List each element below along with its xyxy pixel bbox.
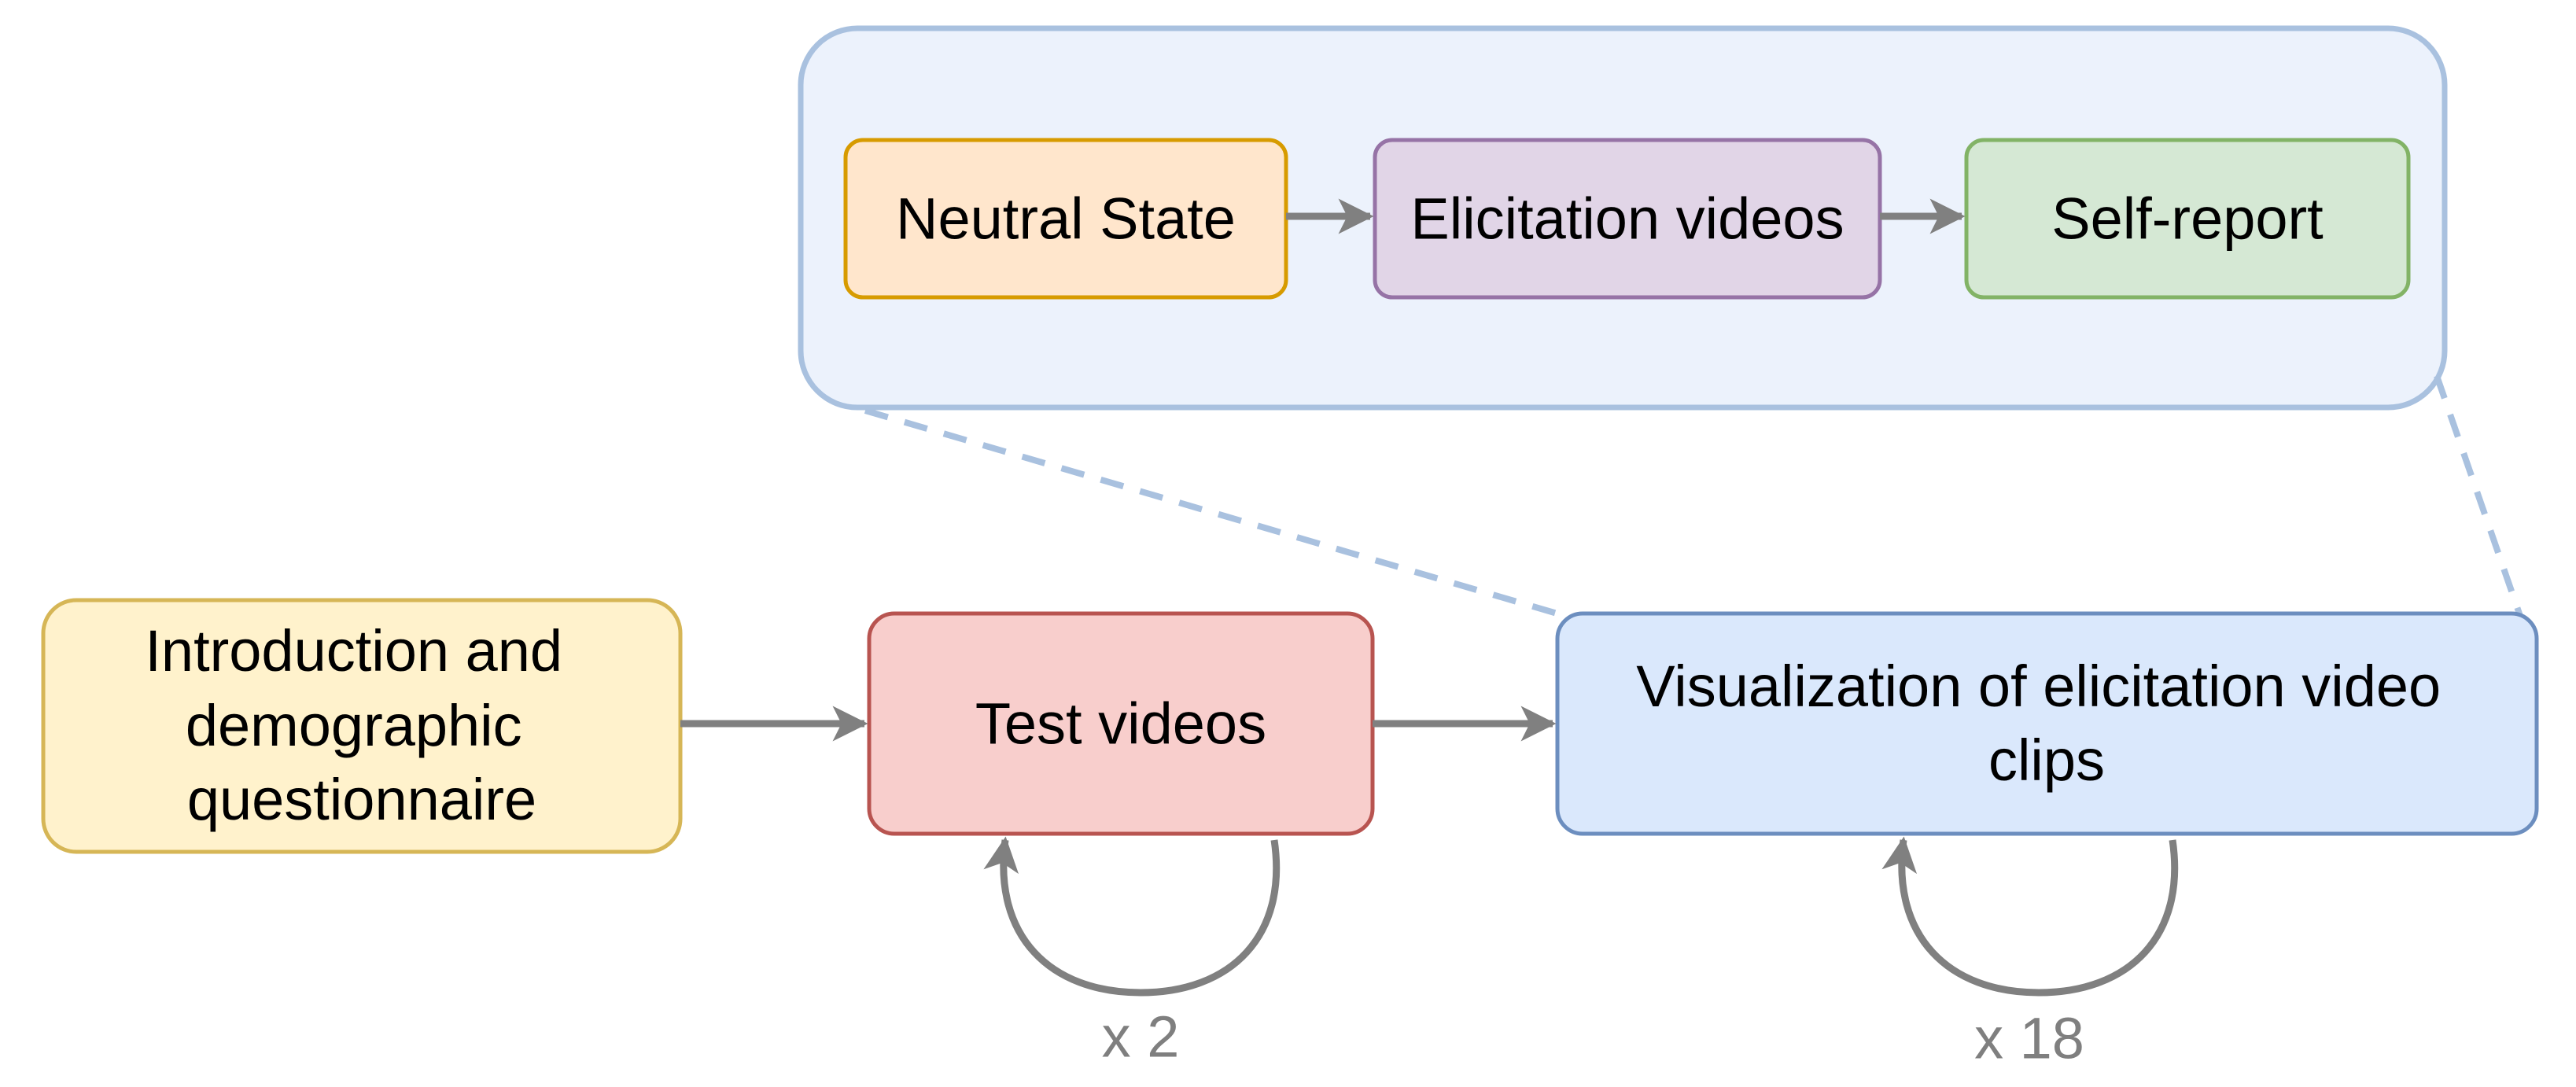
step-visualization-box	[1555, 611, 2539, 836]
step-neutral-state-label: Neutral State	[896, 186, 1236, 252]
step-introduction-line-2: demographic	[186, 693, 522, 758]
step-self-report: Self-report	[1964, 138, 2411, 300]
loop-arrow-test-videos	[983, 836, 1281, 997]
step-self-report-box	[1964, 138, 2411, 300]
loop-arrow-visualization	[1881, 836, 2179, 997]
dashed-connector-left	[864, 407, 1575, 621]
step-visualization: Visualization of elicitation video clips	[1555, 611, 2539, 836]
step-visualization-line-1: Visualization of elicitation video	[1636, 654, 2441, 719]
step-test-videos-label: Test videos	[975, 691, 1266, 757]
visualization-repeat-label: x 18	[1974, 1006, 2084, 1071]
step-visualization-line-2: clips	[1988, 728, 2105, 793]
step-introduction-line-3: questionnaire	[187, 767, 536, 832]
test-videos-repeat-label: x 2	[1102, 1004, 1180, 1070]
step-introduction-label: Introduction and demographic questionnai…	[145, 618, 578, 832]
step-introduction-line-1: Introduction and	[145, 618, 562, 684]
step-self-report-label: Self-report	[2051, 186, 2324, 252]
step-elicitation-videos-label: Elicitation videos	[1410, 186, 1844, 252]
step-neutral-state: Neutral State	[843, 138, 1288, 300]
step-test-videos: Test videos	[867, 611, 1375, 836]
step-elicitation-videos: Elicitation videos	[1373, 138, 1882, 300]
dashed-connector-right	[2434, 374, 2524, 620]
step-visualization-label: Visualization of elicitation video clips	[1636, 654, 2456, 793]
step-introduction: Introduction and demographic questionnai…	[41, 598, 683, 854]
